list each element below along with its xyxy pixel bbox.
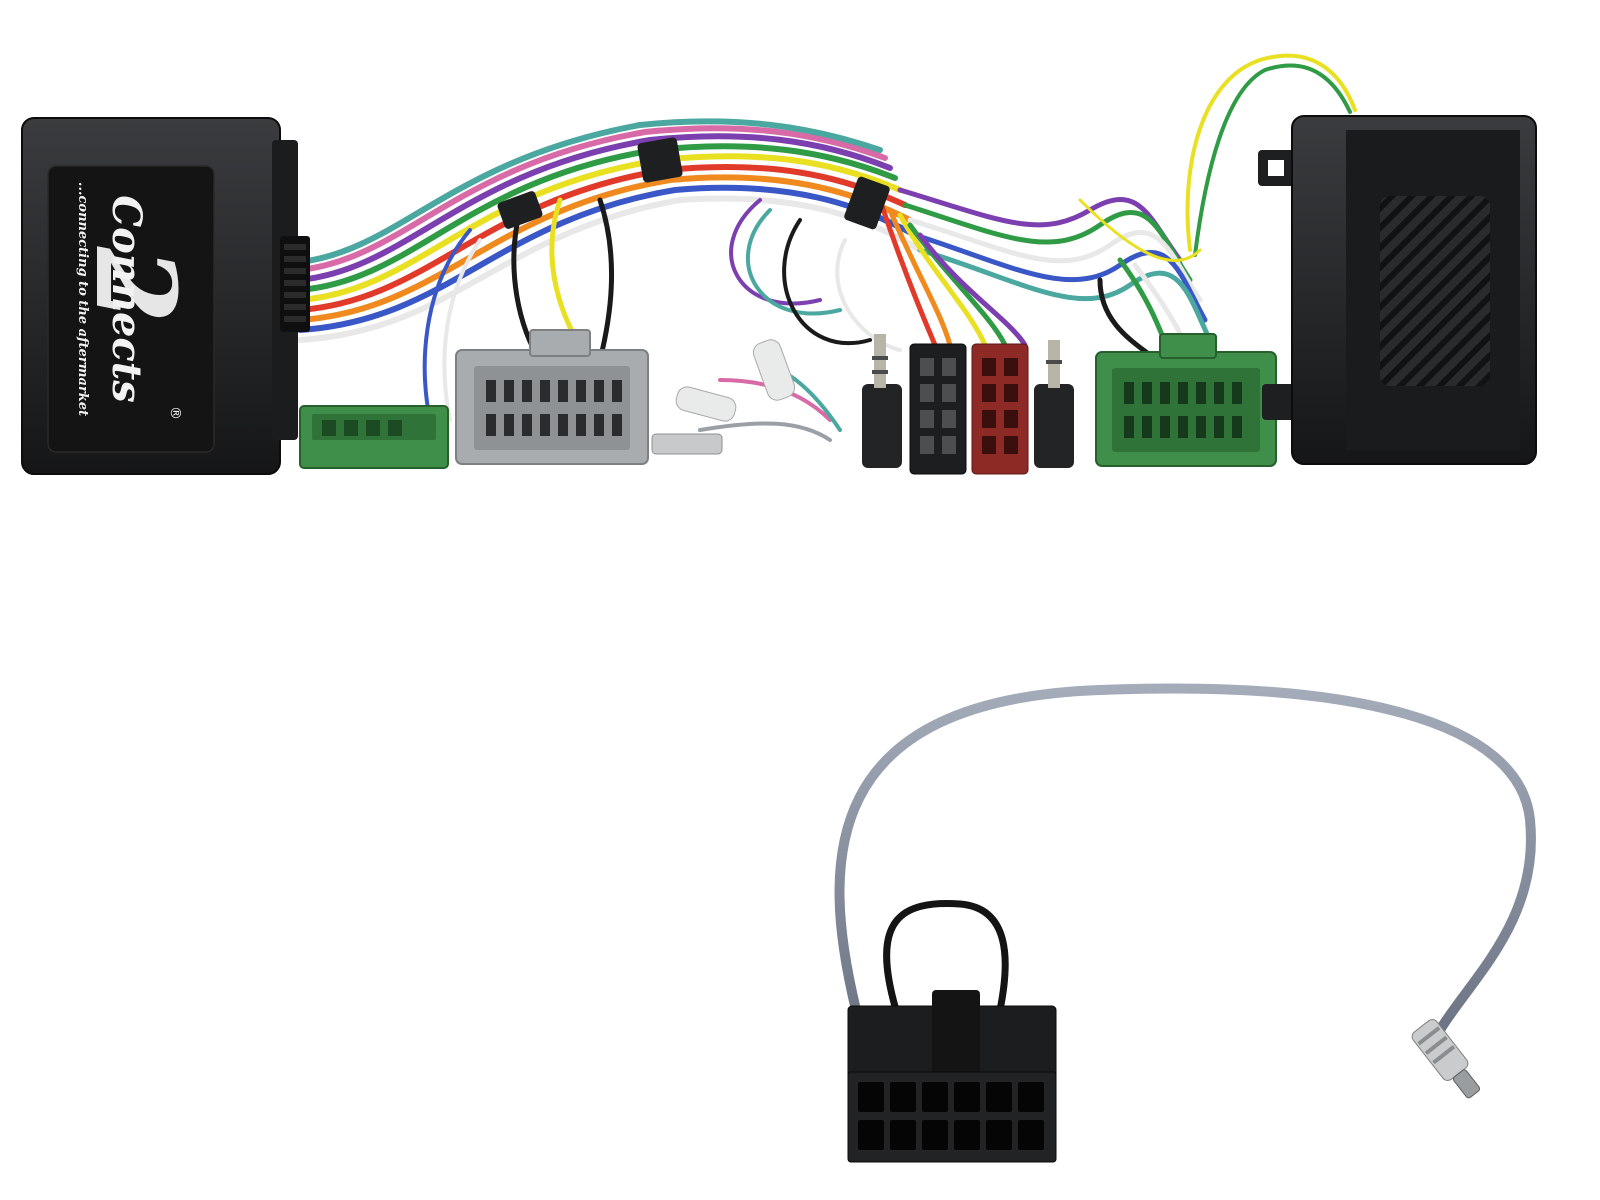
- audio-jack-right: [1034, 340, 1074, 468]
- antenna-plugs: [651, 339, 796, 455]
- iso-connector-black: [909, 343, 967, 475]
- wire-harness: [297, 53, 1357, 442]
- logo-brand-name: Connects: [103, 195, 150, 402]
- grey-vehicle-connector: [455, 329, 649, 465]
- speaker-grille: [1380, 196, 1490, 386]
- brand-label-plate: 2 Connects ...connecting to the aftermar…: [47, 165, 215, 453]
- green-vehicle-connector: [1095, 333, 1277, 467]
- wire-connector-pins: [280, 236, 310, 332]
- interface-module-right: [1258, 115, 1537, 465]
- logo-registered-mark: ®: [167, 406, 183, 420]
- iso-connector-red: [971, 343, 1029, 475]
- antenna-tip: [1411, 1019, 1481, 1099]
- interface-module-left: 2 Connects ...connecting to the aftermar…: [21, 117, 310, 475]
- twelve-pin-connector: [847, 990, 1057, 1163]
- patch-lead: [834, 683, 1536, 1035]
- audio-jack-left: [862, 334, 902, 468]
- logo-tagline: ...connecting to the aftermarket: [75, 182, 90, 416]
- logo-digit: 2: [71, 246, 200, 324]
- green-connector-small: [299, 405, 449, 469]
